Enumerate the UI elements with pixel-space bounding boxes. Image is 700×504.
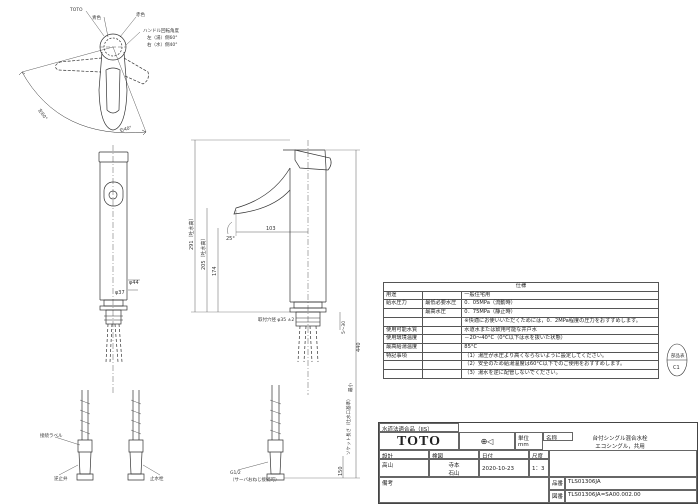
top-view	[18, 10, 149, 136]
spec-value: －20～40°C（0°C以下は水を抜いた状態）	[461, 334, 659, 345]
spec-item: 最高給湯温度	[382, 343, 424, 353]
date-label: 日付	[479, 450, 529, 459]
spec-item	[382, 308, 424, 318]
dim-440: 440	[356, 342, 362, 352]
thread-size-label: G1/2	[230, 470, 241, 476]
rotation-title: ハンドル回転角度	[143, 27, 179, 34]
spec-item: 使用環境温度	[382, 334, 424, 345]
dim-174: 174	[212, 266, 218, 276]
check-value1: 寺本	[448, 463, 460, 469]
title-cell: 台付シングル混合水栓エコシングル，共用	[543, 432, 697, 450]
drawing-no-label: 図番	[549, 490, 565, 503]
model-label: 品番	[549, 477, 565, 490]
spec-value: （2）安全のため給湯温度は60°C以下でのご使用をおすすめします。	[461, 360, 659, 371]
unit-label: 単位	[518, 436, 530, 442]
spec-item: 用途	[382, 290, 424, 301]
spec-item	[382, 360, 424, 371]
front-view	[191, 139, 360, 481]
subtitle-cell	[549, 450, 697, 477]
right-angle-note: 右（水）側40°	[147, 41, 177, 48]
spec-value: 0．05MPa（流動時）	[461, 299, 659, 310]
spec-value: 水道水または飲用可能な井戸水	[461, 325, 659, 336]
left-angle-note: 左（湯）側60°	[147, 34, 177, 41]
scale-value: 1：3	[529, 459, 549, 477]
dim-205: 205（吐水高）	[200, 235, 207, 270]
dim-291: 291（吐水高）	[188, 215, 195, 250]
spec-sub	[422, 334, 463, 345]
spec-sub	[422, 343, 463, 353]
spec-item: 使用可能水質	[382, 325, 424, 336]
spec-sub	[422, 369, 463, 379]
dim-minimum: 最小	[347, 383, 354, 392]
stop-valve-label: 止水栓	[150, 475, 164, 482]
design-label: 設計	[379, 450, 429, 459]
scale-label: 尺度	[529, 450, 549, 459]
spec-item: 特記事項	[382, 351, 424, 362]
spec-item	[382, 316, 424, 327]
blue-mark-label: 青色	[92, 14, 101, 21]
side-mark	[666, 343, 688, 377]
spec-value: （1）湯圧が水圧より高くならないように設定してください。	[461, 351, 659, 362]
date-value: 2020-10-23	[479, 459, 529, 477]
spec-sub: 最高水圧	[422, 308, 463, 318]
arc-label-left: 左60°	[36, 107, 49, 121]
check-label: 検図	[429, 450, 479, 459]
side-mark-top: 部品表	[671, 352, 685, 359]
spec-table-title: 仕様	[383, 282, 659, 292]
spec-sub	[422, 316, 463, 327]
dim-deck-thickness: 5～30	[341, 321, 347, 334]
title-line1: 台付シングル混合水栓	[592, 436, 648, 442]
spec-item	[382, 369, 424, 379]
spec-value: 一般住宅用	[461, 290, 659, 301]
spec-sub	[422, 351, 463, 362]
spec-value: 85°C	[461, 343, 659, 353]
side-mark-bottom: C1	[673, 365, 680, 371]
dim-phi37: φ37	[115, 290, 125, 296]
dim-socket-length: ソケット長さ（吐水口基準）	[345, 397, 352, 456]
arc-label-right: 右40°	[119, 124, 133, 134]
spec-value: 0．75MPa（静止時）	[461, 308, 659, 318]
spec-value: （3）湯水を逆に配管しないでください。	[461, 369, 659, 379]
dim-150: 150	[338, 466, 344, 476]
dim-phi44: φ44	[129, 280, 139, 286]
side-view	[54, 145, 161, 481]
red-mark-label: 赤色	[136, 11, 145, 18]
connection-label: 接続ラベル	[40, 432, 63, 439]
design-value: 高山	[379, 459, 429, 477]
model-value: TLS01306JA	[565, 477, 697, 490]
spec-sub	[422, 325, 463, 336]
dim-mount-hole: 取付穴径 φ35 ±2	[258, 316, 294, 323]
unit-value: mm	[518, 442, 529, 448]
spec-sub	[422, 360, 463, 371]
dim-25deg: 25°	[226, 236, 235, 242]
title-line2: エコシングル，共用	[595, 444, 645, 450]
check-valve-label: 逆止弁	[54, 475, 68, 482]
drawing-no-value: TLS01306JA=SA00.002.00	[565, 490, 697, 503]
projection-symbol: ⊕◁	[459, 432, 515, 450]
remarks-label: 備考	[379, 477, 549, 503]
check-cell: 寺本石山	[429, 459, 479, 477]
thread-note-label: （サーバおねじ接続可）	[230, 476, 279, 483]
spec-value: ※快適にお使いいただくためには，0．2MPa程度の圧力をおすすめします。	[461, 316, 659, 327]
brand-logo: TOTO	[379, 432, 459, 450]
spec-sub: 最低必要水圧	[422, 299, 463, 310]
spec-item: 給水圧力	[382, 299, 424, 310]
title-label: 名称	[543, 432, 573, 441]
spec-table: 仕様 用途 一般住宅用 給水圧力 最低必要水圧 0．05MPa（流動時） 最高水…	[382, 282, 659, 379]
dim-103: 103	[266, 226, 276, 232]
spec-sub	[422, 290, 463, 301]
jis-label: 水道法適合品（JIS）	[379, 423, 459, 432]
brand-mark-label: TOTO	[69, 7, 83, 13]
check-value2: 石山	[448, 471, 460, 477]
